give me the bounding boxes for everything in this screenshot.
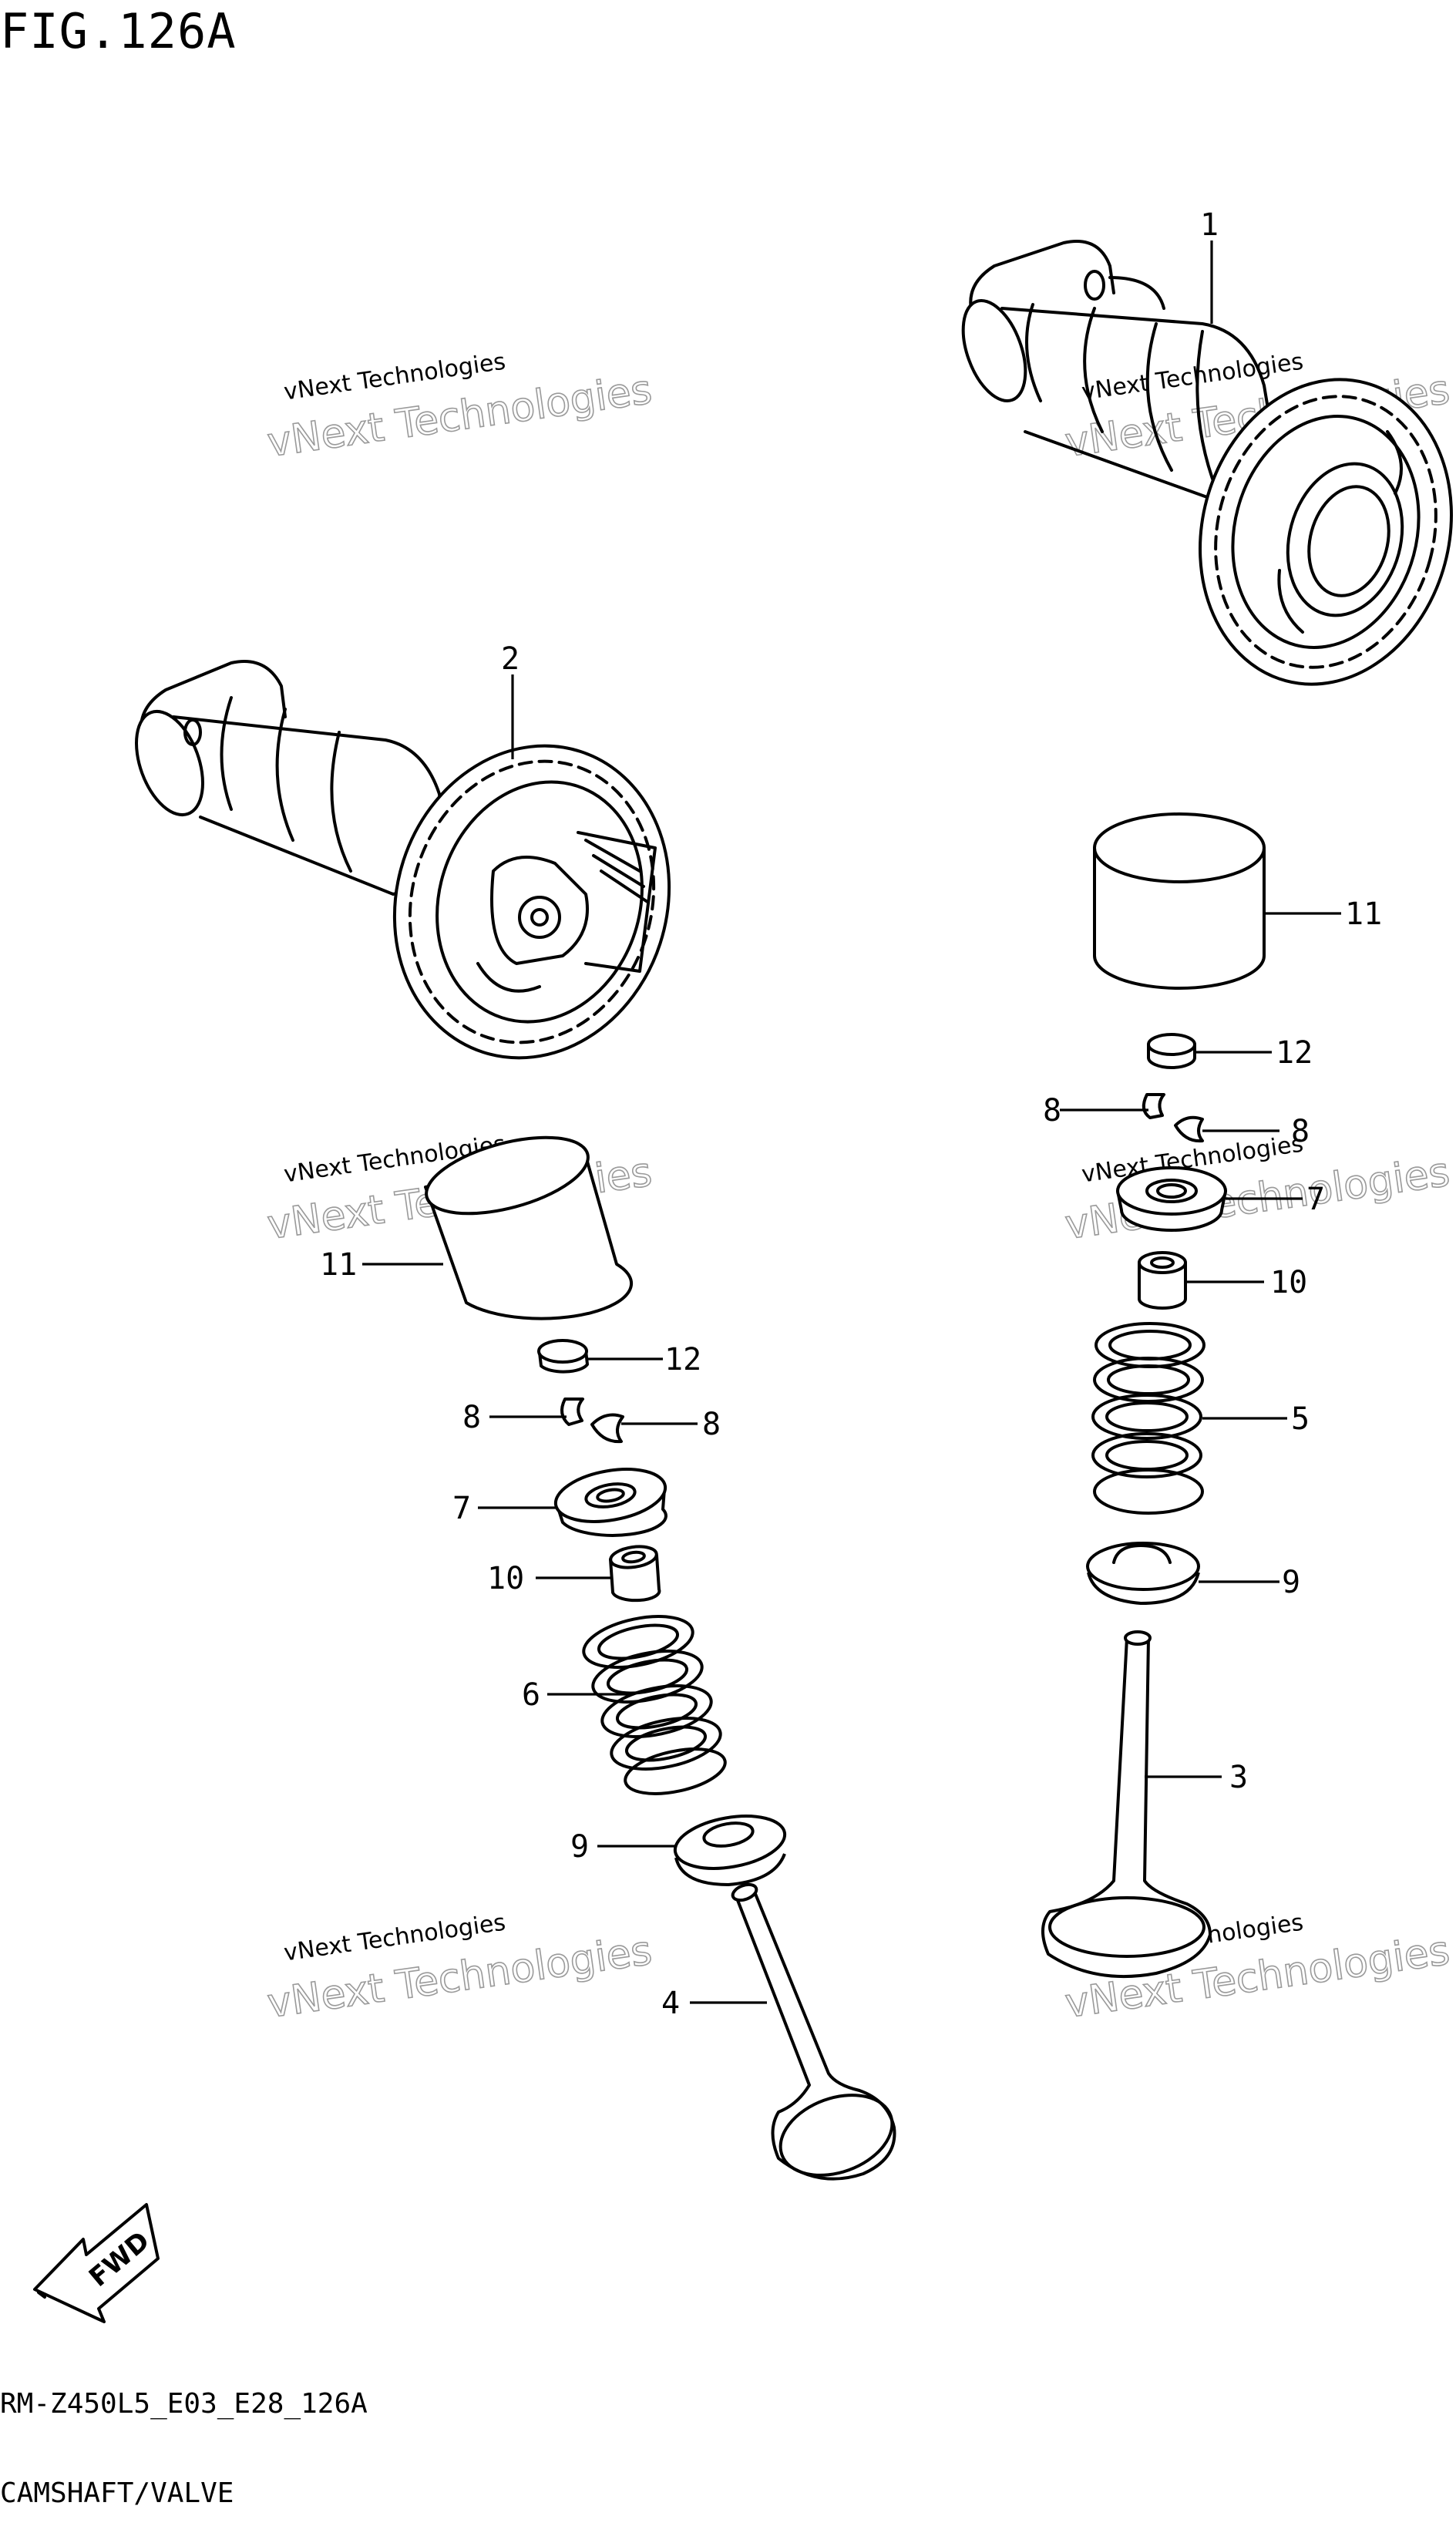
shim-12-left	[537, 1339, 589, 1374]
tappet-11-left	[424, 1135, 634, 1320]
callout-6: 6	[522, 1677, 540, 1713]
figure-name: CAMSHAFT/VALVE	[0, 2477, 234, 2509]
camshaft-2	[135, 660, 671, 1060]
tappet-11-right	[1093, 812, 1266, 990]
callout-5: 5	[1291, 1401, 1310, 1437]
callout-12-left: 12	[664, 1342, 701, 1377]
spring-seat-9-right	[1086, 1542, 1200, 1605]
fwd-arrow-icon: FWD	[33, 2203, 160, 2323]
watermark-1: vNext Technologies vNext Technologies	[264, 348, 656, 467]
callout-11-right: 11	[1345, 896, 1382, 932]
cotters-8-right	[1142, 1093, 1204, 1143]
figure-code: RM-Z450L5_E03_E28_126A	[0, 2388, 368, 2420]
callout-7-right: 7	[1306, 1182, 1325, 1217]
callout-12-right: 12	[1276, 1035, 1313, 1071]
figure-title: FIG.126A	[0, 3, 237, 59]
callout-8-left-a: 8	[462, 1400, 481, 1435]
shim-12-right	[1147, 1033, 1196, 1069]
valve-4	[731, 1882, 896, 2181]
callout-8-right-a: 8	[1043, 1093, 1061, 1128]
callout-9-right: 9	[1282, 1565, 1300, 1600]
callout-3: 3	[1229, 1760, 1248, 1795]
callout-9-left: 9	[570, 1829, 589, 1865]
cotters-8-left	[560, 1398, 624, 1444]
valve-3	[1041, 1630, 1212, 1979]
oil-seal-10-right	[1138, 1251, 1187, 1310]
callout-1: 1	[1200, 207, 1219, 243]
callout-11-left: 11	[320, 1247, 357, 1283]
callout-8-left-b: 8	[702, 1407, 721, 1442]
spring-seat-9-left	[673, 1815, 787, 1886]
callout-4: 4	[661, 1986, 680, 2021]
spring-5-right	[1091, 1322, 1205, 1515]
callout-10-right: 10	[1270, 1265, 1307, 1300]
spring-6-left	[582, 1615, 727, 1795]
retainer-7-right	[1116, 1166, 1227, 1232]
camshaft-1	[961, 240, 1453, 686]
callout-7-left: 7	[452, 1491, 471, 1526]
retainer-7-left	[553, 1468, 667, 1537]
callout-10-left: 10	[487, 1561, 524, 1596]
callout-8-right-b: 8	[1291, 1114, 1310, 1149]
oil-seal-10-left	[609, 1545, 661, 1603]
watermark-5: vNext Technologies vNext Technologies	[264, 1909, 656, 2028]
callout-2: 2	[501, 641, 520, 677]
